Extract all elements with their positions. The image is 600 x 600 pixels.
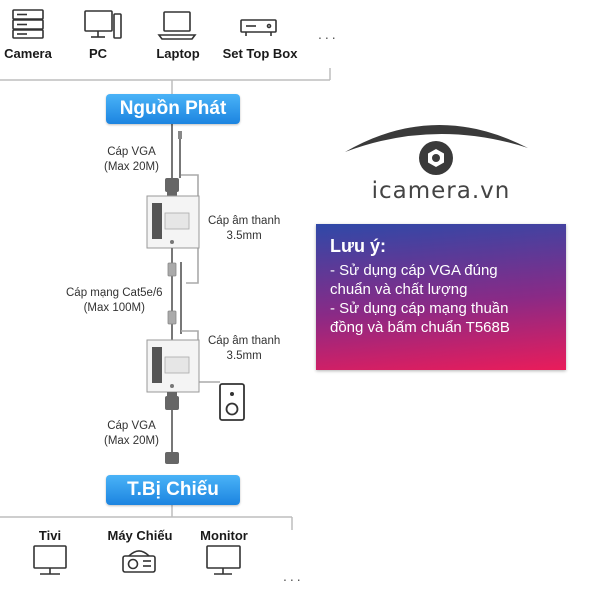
set-top-box-icon [240, 19, 277, 36]
speaker-icon [219, 383, 245, 421]
extender-receiver [146, 339, 200, 393]
audio-label-bottom: Cáp âm thanh 3.5mm [208, 334, 280, 364]
monitor-icon [206, 545, 241, 575]
vga-connector-bottom [165, 392, 179, 464]
vga-label-top: Cáp VGA (Max 20M) [104, 145, 159, 175]
monitor-icon [84, 10, 122, 39]
note-line: - Sử dụng cáp VGA đúng [330, 262, 498, 279]
vga-label-bottom-name: Cáp VGA [107, 420, 156, 432]
note-title: Lưu ý: [330, 236, 387, 256]
extender-sender [146, 195, 200, 249]
note-line: - Sử dụng cáp mạng thuần [330, 300, 509, 317]
vga-connector-top [165, 178, 179, 196]
audio-label-top-size: 3.5mm [226, 230, 262, 242]
source-label-laptop: Laptop [156, 46, 200, 61]
network-cable [171, 248, 182, 340]
source-label-set-top-box: Set Top Box [222, 46, 298, 61]
vga-label-bottom-max: (Max 20M) [104, 435, 159, 447]
icamera-logo [345, 124, 528, 175]
source-bracket [0, 68, 331, 94]
vga-label-top-name: Cáp VGA [107, 146, 156, 158]
laptop-icon [157, 11, 197, 40]
output-banner: T.Bị Chiếu [106, 475, 240, 505]
audio-label-bottom-name: Cáp âm thanh [208, 335, 281, 347]
audio-label-top-name: Cáp âm thanh [208, 215, 281, 227]
network-label-name: Cáp mạng Cat5e/6 [66, 287, 163, 299]
source-label-pc: PC [88, 46, 108, 61]
vga-label-top-max: (Max 20M) [104, 161, 159, 173]
note-box: Lưu ý: - Sử dụng cáp VGA đúng chuẩn và c… [316, 224, 566, 370]
source-banner: Nguồn Phát [106, 94, 240, 124]
output-label-monitor: Monitor [200, 528, 248, 543]
sources-more: ... [318, 26, 339, 42]
output-label-may-chieu: Máy Chiếu [107, 528, 173, 543]
rj45-connectors [167, 262, 177, 325]
audio-label-bottom-size: 3.5mm [226, 350, 262, 362]
projector-icon [122, 550, 156, 573]
note-line: chuẩn và chất lượng [330, 281, 468, 298]
vga-cable-top [171, 124, 181, 180]
output-label-tivi: Tivi [38, 528, 62, 543]
network-label: Cáp mạng Cat5e/6 (Max 100M) [66, 286, 163, 316]
source-label-camera: Camera [4, 46, 52, 61]
network-label-max: (Max 100M) [83, 302, 145, 314]
watermark-text: icamera.vn [371, 178, 511, 204]
outputs-more: ... [283, 568, 304, 584]
note-line: đồng và bấm chuẩn T568B [330, 319, 510, 336]
vga-label-bottom: Cáp VGA (Max 20M) [104, 419, 159, 449]
audio-label-top: Cáp âm thanh 3.5mm [208, 214, 280, 244]
audio-jack-top [178, 131, 182, 139]
server-icon [12, 9, 44, 39]
output-bracket [0, 502, 293, 530]
tv-icon [33, 545, 67, 575]
